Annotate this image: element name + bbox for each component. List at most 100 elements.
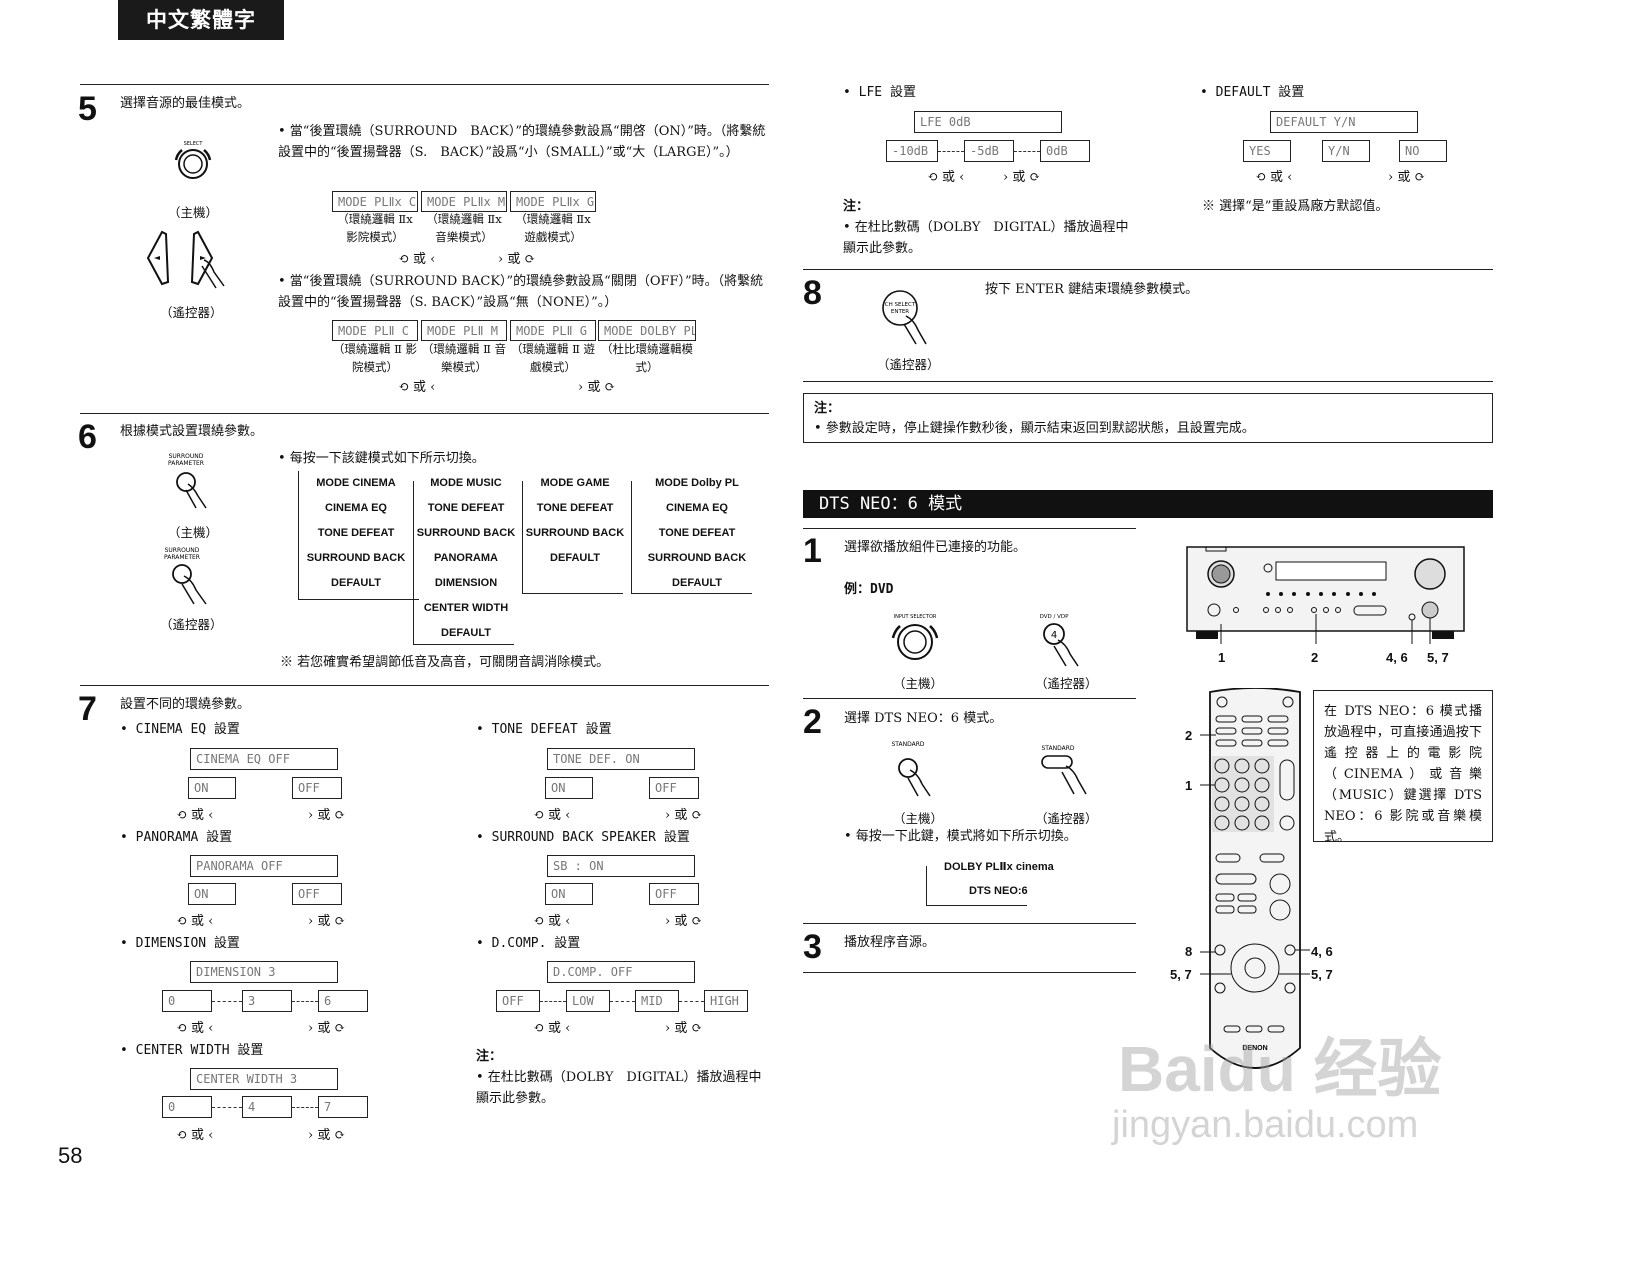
mode-desc: （環繞邏輯 Ⅱ 影院模式） bbox=[332, 342, 418, 374]
or-text: 或 bbox=[548, 914, 562, 929]
step-5-bullet-1: • 當“後置環繞（SURROUND BACK）”的環繞參數設爲“開啓（ON）”時… bbox=[278, 124, 766, 160]
default-note: ※ 選擇“是”重設爲廠方默認值。 bbox=[1202, 199, 1389, 214]
tone-defeat-title: • TONE DEFEAT 設置 bbox=[476, 722, 612, 737]
flow-item: DIMENSION bbox=[434, 577, 498, 589]
dcomp-high-box: HIGH bbox=[704, 990, 748, 1012]
or-text: 或 bbox=[674, 808, 688, 823]
mode-desc: （環繞邏輯 Ⅱ 音樂模式） bbox=[421, 342, 507, 374]
flow-cinema bbox=[298, 471, 419, 600]
flow-dolbypl-line bbox=[631, 481, 752, 594]
dts-side-note: 在 DTS NEO：6 模式播放過程中，可直接通過按下遙控器上的電影院（CINE… bbox=[1313, 690, 1493, 845]
remote-label: （遙控器） bbox=[1035, 676, 1098, 691]
tone-defeat-on-box: ON bbox=[545, 777, 593, 799]
default-title: • DEFAULT 設置 bbox=[1200, 85, 1305, 100]
step-8-number: 8 bbox=[803, 274, 822, 312]
right-or-rotate-right-control: › 或 ⟳ bbox=[308, 808, 346, 823]
step-6-title: 根據模式設置環繞參數。 bbox=[120, 424, 264, 439]
main-unit-label: （主機） bbox=[893, 811, 944, 826]
or-text: 或 bbox=[191, 808, 205, 823]
main-unit-label: （主機） bbox=[168, 205, 219, 220]
input-selector-knob-icon: INPUT SELECTOR bbox=[891, 614, 939, 660]
flow-item: MODE CINEMA bbox=[316, 477, 396, 489]
lfe-display: LFE 0dB bbox=[914, 111, 1062, 133]
remote-label: （遙控器） bbox=[160, 305, 223, 320]
remote-callout: 4, 6 bbox=[1311, 944, 1333, 959]
surround-parameter-button-icon: SURROUND PARAMETER bbox=[168, 453, 207, 509]
center-width-display: CENTER WIDTH 3 bbox=[190, 1068, 338, 1090]
center-width-7-box: 7 bbox=[318, 1096, 368, 1118]
remote-left-right-icon bbox=[146, 230, 225, 289]
lfe-title: • LFE 設置 bbox=[843, 85, 916, 100]
step-7-note-title: 注： bbox=[476, 1049, 503, 1064]
svg-text:ENTER: ENTER bbox=[891, 309, 909, 315]
note-box-title: 注： bbox=[814, 401, 841, 416]
remote-label: （遙控器） bbox=[160, 617, 223, 632]
rotate-left-or-left-control: ⟲ 或 ‹ bbox=[176, 808, 214, 823]
panorama-on-box: ON bbox=[188, 883, 236, 905]
receiver-callout: 4, 6 bbox=[1386, 650, 1408, 665]
tone-defeat-display: TONE DEF. ON bbox=[547, 748, 695, 770]
or-text: 或 bbox=[548, 808, 562, 823]
or-text: 或 bbox=[191, 914, 205, 929]
standard-remote-button-icon: STANDARD bbox=[1041, 745, 1087, 795]
default-yn-box: Y/N bbox=[1322, 140, 1370, 162]
svg-text:SELECT: SELECT bbox=[184, 141, 204, 147]
step-5-title: 選擇音源的最佳模式。 bbox=[120, 96, 251, 111]
right-or-rotate-right-control: › 或 ⟳ bbox=[308, 1021, 346, 1036]
center-width-0-box: 0 bbox=[162, 1096, 212, 1118]
dts-flow-item-1: DOLBY PLⅡx cinema bbox=[944, 861, 1054, 873]
flow-item: TONE DEFEAT bbox=[658, 527, 736, 539]
or-text: 或 bbox=[674, 1021, 688, 1036]
sb-off-box: OFF bbox=[649, 883, 699, 905]
sb-on-box: ON bbox=[545, 883, 593, 905]
rotate-left-or-left-control: ⟲ 或 ‹ bbox=[533, 914, 571, 929]
mode-dolby-pl-box: MODE DOLBY PL bbox=[598, 320, 696, 341]
flow-game-list: MODE GAME TONE DEFEAT SURROUND BACK DEFA… bbox=[515, 471, 635, 571]
main-unit-label: （主機） bbox=[168, 525, 219, 540]
center-width-title: • CENTER WIDTH 設置 bbox=[120, 1043, 264, 1058]
svg-text:SURROUND: SURROUND bbox=[165, 547, 200, 554]
dimension-display: DIMENSION 3 bbox=[190, 961, 338, 983]
surround-parameter-remote-icon: SURROUND PARAMETER bbox=[164, 547, 207, 605]
mode-plIIx-g-box: MODE PLⅡx G bbox=[510, 191, 596, 212]
flow-item: CENTER WIDTH bbox=[423, 602, 509, 614]
step-7-note-text: • 在杜比數碼（DOLBY DIGITAL）播放過程中顯示此參數。 bbox=[476, 1070, 762, 1106]
standard-label: STANDARD bbox=[891, 741, 924, 748]
right-or-rotate-right-control: › 或 ⟳ bbox=[498, 252, 536, 267]
page-number: 58 bbox=[58, 1143, 83, 1168]
lfe-0-box: 0dB bbox=[1040, 140, 1090, 162]
dcomp-low-box: LOW bbox=[566, 990, 610, 1012]
right-or-rotate-right-control: › 或 ⟳ bbox=[665, 1021, 703, 1036]
flow-item: MODE MUSIC bbox=[430, 477, 502, 489]
flow-item: CINEMA EQ bbox=[666, 502, 728, 514]
or-text: 或 bbox=[942, 170, 956, 185]
rotate-left-or-left-control: ⟲ 或 ‹ bbox=[533, 1021, 571, 1036]
dts-flow-item-2: DTS NEO:6 bbox=[969, 885, 1028, 897]
cinema-eq-off-box: OFF bbox=[292, 777, 342, 799]
enter-button-icon: CH SELECT ENTER bbox=[882, 290, 927, 345]
mode-plII-m-box: MODE PLⅡ M bbox=[421, 320, 507, 341]
panorama-title: • PANORAMA 設置 bbox=[120, 830, 233, 845]
right-or-rotate-right-control: › 或 ⟳ bbox=[665, 808, 703, 823]
receiver-callout: 2 bbox=[1311, 650, 1319, 665]
lfe-note-text: • 在杜比數碼（DOLBY DIGITAL）播放過程中顯示此參數。 bbox=[843, 220, 1129, 256]
lfe-minus10-box: -10dB bbox=[886, 140, 938, 162]
flow-music-list: MODE MUSIC TONE DEFEAT SURROUND BACK PAN… bbox=[406, 471, 526, 646]
flow-item: TONE DEFEAT bbox=[427, 502, 505, 514]
flow-item: DEFAULT bbox=[331, 577, 381, 589]
mode-desc: （環繞邏輯 Ⅱx 音樂模式） bbox=[426, 212, 502, 244]
mode-plII-g-box: MODE PLⅡ G bbox=[510, 320, 596, 341]
step-6-bullet: • 每按一下該鍵模式如下所示切換。 bbox=[278, 451, 485, 466]
remote-callout: 2 bbox=[1185, 728, 1193, 743]
remote-callout: 5, 7 bbox=[1311, 967, 1333, 982]
right-or-rotate-right-control: › 或 ⟳ bbox=[308, 914, 346, 929]
flow-cinema-list: MODE CINEMA CINEMA EQ TONE DEFEAT SURROU… bbox=[296, 471, 416, 596]
lfe-note-title: 注： bbox=[843, 199, 870, 214]
receiver-front-panel-illustration bbox=[1186, 546, 1465, 644]
rotate-left-or-left-control: ⟲ 或 ‹ bbox=[176, 914, 214, 929]
right-or-rotate-right-control: › 或 ⟳ bbox=[1003, 170, 1041, 185]
standard-button-icon: STANDARD bbox=[891, 741, 931, 797]
rotate-left-or-left-control: ⟲ 或 ‹ bbox=[176, 1128, 214, 1143]
svg-text:SURROUND: SURROUND bbox=[169, 453, 204, 460]
or-text: 或 bbox=[507, 252, 521, 267]
